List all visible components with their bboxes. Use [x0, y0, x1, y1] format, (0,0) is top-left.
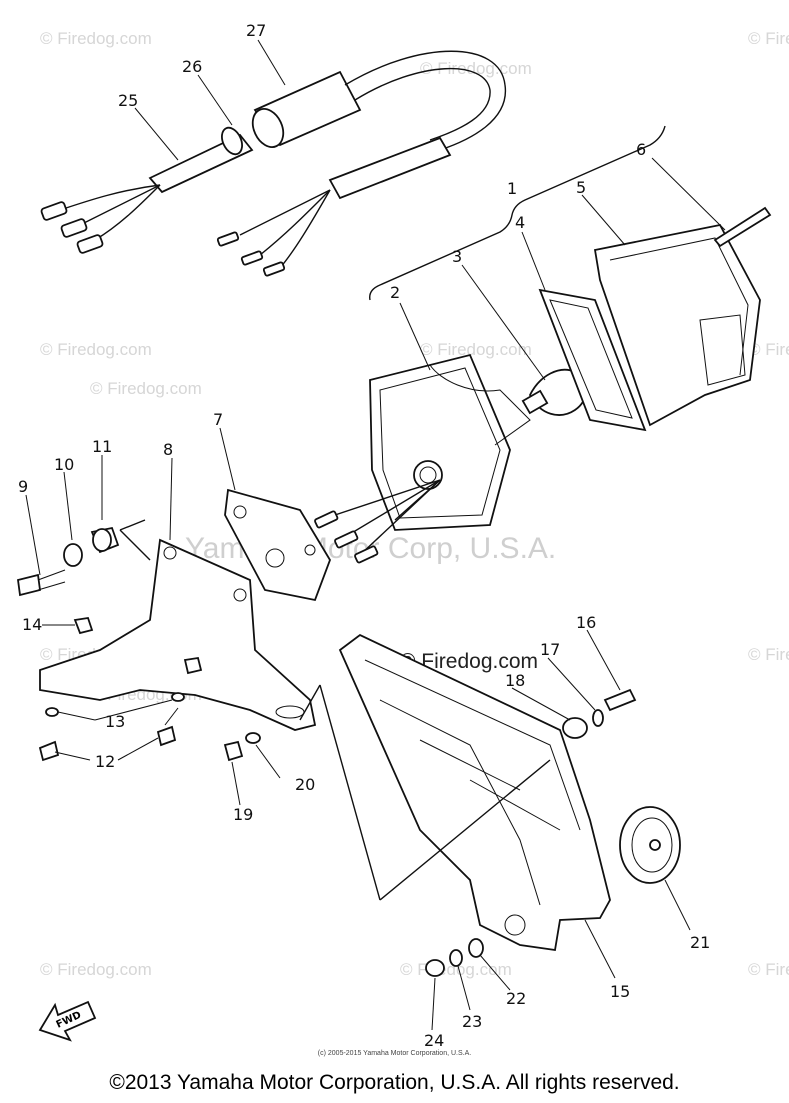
- callout-3: 3: [452, 247, 462, 266]
- callout-2: 2: [390, 283, 400, 302]
- leader-lines: [25, 39, 726, 1031]
- callout-12: 12: [95, 752, 115, 771]
- callout-23: 23: [462, 1012, 482, 1031]
- watermark-text: © Firedog.com: [40, 960, 152, 979]
- watermark-text: © Firedog.com: [748, 960, 789, 979]
- base-2: [369, 353, 511, 531]
- callout-19: 19: [233, 805, 253, 824]
- callout-27: 27: [246, 21, 266, 40]
- callout-26: 26: [182, 57, 202, 76]
- callout-11: 11: [92, 437, 112, 456]
- nut-24: [425, 959, 445, 977]
- lock-washer-13: [45, 707, 59, 717]
- watermark-text-dark: © Firedog.com: [400, 650, 538, 673]
- wire-harness: [40, 50, 506, 277]
- footer-copyright: ©2013 Yamaha Motor Corporation, U.S.A. A…: [109, 1071, 680, 1094]
- callout-13: 13: [105, 712, 125, 731]
- washer-10: [63, 543, 83, 567]
- nut-14: [73, 616, 94, 635]
- grommet-26: [221, 126, 243, 156]
- bracket-8: [39, 538, 317, 731]
- bolt-9: [17, 573, 41, 597]
- license-plate-bracket: [119, 519, 681, 977]
- callout-22: 22: [506, 989, 526, 1008]
- callout-20: 20: [295, 775, 315, 794]
- gasket-4: [538, 288, 647, 432]
- callout-25: 25: [118, 91, 138, 110]
- washer-20: [245, 732, 261, 744]
- callout-14: 14: [22, 615, 42, 634]
- watermark-text: © Firedog.com: [420, 340, 532, 359]
- callout-18: 18: [505, 671, 525, 690]
- fine-print-copyright: (c) 2005-2015 Yamaha Motor Corporation, …: [317, 1050, 472, 1057]
- nut-19: [223, 740, 244, 762]
- callout-16: 16: [576, 613, 596, 632]
- watermark-text: © Firedog.com: [40, 29, 152, 48]
- callout-21: 21: [690, 933, 710, 952]
- callout-4: 4: [515, 213, 525, 232]
- washer-23: [449, 949, 463, 967]
- callout-9: 9: [18, 477, 28, 496]
- callout-1: 1: [507, 179, 517, 198]
- watermark-text: © Firedog.com: [748, 29, 789, 48]
- callout-17: 17: [540, 640, 560, 659]
- watermark-text: © Firedog.com: [40, 340, 152, 359]
- watermark-text: © Firedog.com: [90, 379, 202, 398]
- plate-7: [224, 488, 331, 602]
- callout-8: 8: [163, 440, 173, 459]
- callout-15: 15: [610, 982, 630, 1001]
- bracket-assembly: [17, 488, 331, 762]
- screw-6: [713, 206, 772, 248]
- bolt-12: [38, 740, 60, 762]
- callout-6: 6: [636, 140, 646, 159]
- washer-17: [592, 709, 604, 727]
- fwd-arrow: FWD: [38, 1000, 97, 1042]
- watermark-text: © Firedog.com: [748, 340, 789, 359]
- watermark-text: © Firedog.com: [748, 645, 789, 664]
- callout-7: 7: [213, 410, 223, 429]
- callout-5: 5: [576, 178, 586, 197]
- callout-10: 10: [54, 455, 74, 474]
- bolt-16: [603, 688, 637, 712]
- washer-18: [562, 717, 588, 739]
- washer-22: [468, 938, 484, 958]
- watermark-text: © Firedog.com: [420, 59, 532, 78]
- callout-24: 24: [424, 1031, 444, 1050]
- callout-numbers: 1 2 3 4 5 6 7 8 9 10 11 12 13 14 15 16 1…: [18, 21, 710, 1050]
- tail-light-assembly: [314, 125, 772, 564]
